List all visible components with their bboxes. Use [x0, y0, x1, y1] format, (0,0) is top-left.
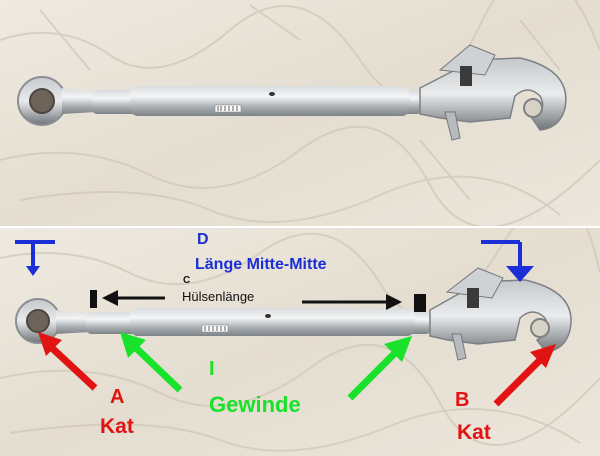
b-label-letter: B [455, 389, 470, 411]
c-label-letter: C [183, 275, 191, 286]
a-label-letter: A [110, 386, 125, 408]
d-label-letter: D [197, 231, 209, 248]
top-link-photo [0, 0, 600, 228]
i-right-arrow-line [347, 349, 399, 401]
i-right-arrowhead [384, 336, 412, 362]
top-photo-panel [0, 0, 600, 228]
c-label-text: Hülsenlänge [182, 289, 255, 304]
b-label-text: Kat [457, 421, 491, 444]
annotated-link-photo [0, 228, 600, 456]
d-left-arrowhead [26, 266, 40, 276]
b-arrow-line [493, 357, 543, 407]
a-label-text: Kat [100, 415, 134, 438]
c-right-stop [414, 294, 426, 312]
d-label-text: Länge Mitte-Mitte [195, 256, 327, 273]
a-arrow-line [49, 345, 98, 391]
i-label-letter: I [209, 358, 215, 380]
i-label-text: Gewinde [209, 392, 301, 417]
c-left-arrowhead [102, 290, 118, 306]
annotated-photo-panel [0, 228, 600, 456]
i-left-arrow-line [131, 343, 183, 393]
a-arrowhead [38, 332, 62, 356]
i-left-arrowhead [120, 332, 146, 358]
d-right-arrowhead [506, 266, 534, 282]
c-right-arrowhead [386, 294, 402, 310]
c-left-stop [90, 290, 97, 308]
b-arrowhead [530, 344, 556, 368]
